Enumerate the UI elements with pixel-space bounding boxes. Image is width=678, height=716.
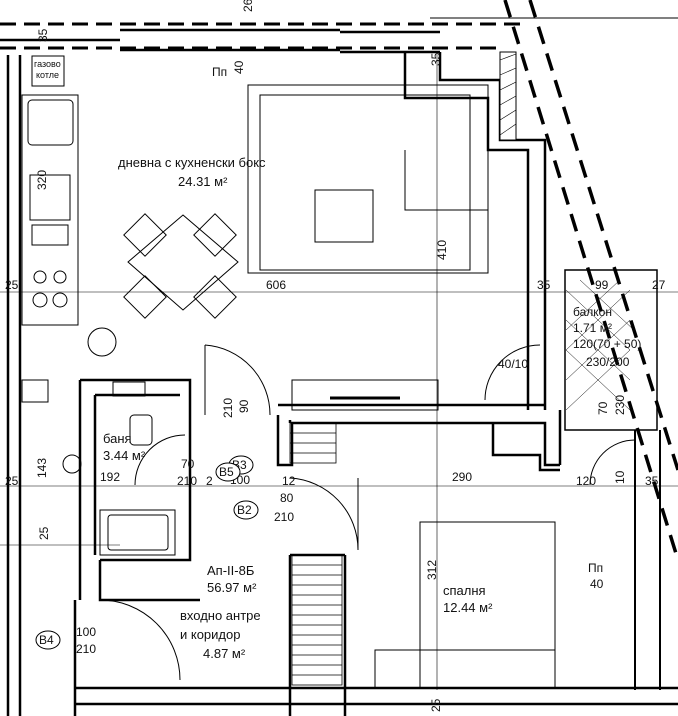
tv-console <box>291 379 439 411</box>
pp-top-dim: 40 <box>232 60 246 74</box>
bath-door-height: 210 <box>177 474 197 488</box>
dim-143: 143 <box>35 458 49 478</box>
gas-boiler: газово котле <box>31 55 65 87</box>
room-bedroom-name: спалня <box>443 583 486 598</box>
balcony-tiles <box>565 279 635 411</box>
b2-door-height: 210 <box>274 510 294 524</box>
room-living-name: дневна с кухненски бокс <box>118 155 266 170</box>
pp-right-dim: 40 <box>590 577 604 591</box>
dim-120: 120 <box>576 474 596 488</box>
bath-door-width: 70 <box>181 457 195 471</box>
dim-27: 27 <box>652 278 666 292</box>
dim-70: 70 <box>596 401 610 415</box>
room-hall-area: 4.87 м² <box>203 646 246 661</box>
b4-door-width: 100 <box>76 625 96 639</box>
svg-text:B4: B4 <box>39 633 54 647</box>
svg-text:B2: B2 <box>237 503 252 517</box>
room-bath-area: 3.44 м² <box>103 448 146 463</box>
dim-35d: 35 <box>429 52 443 66</box>
living-door-height: 210 <box>221 398 235 418</box>
svg-text:B5: B5 <box>219 465 234 479</box>
bed <box>374 521 556 689</box>
dim-26: 26 <box>241 0 255 12</box>
sofa <box>247 84 489 274</box>
building-outline-dashed <box>0 0 678 561</box>
dim-25d: 25 <box>429 698 443 712</box>
dim-25c: 25 <box>37 526 51 540</box>
apartment-code: Ап-II-8Б <box>207 563 254 578</box>
room-hall-name-1: входно антре <box>180 608 261 623</box>
pp-top-label: Пп <box>212 65 227 79</box>
living-window-dim: 40/10 <box>498 357 528 371</box>
boiler-label-2: котле <box>36 70 59 80</box>
balcony-window-dim-2: 230/200 <box>586 355 630 369</box>
balcony-window-dim: 120(70 + 50) <box>573 337 641 351</box>
room-bedroom-area: 12.44 м² <box>443 600 493 615</box>
room-balcony-area: 1.71 м² <box>573 321 612 335</box>
bathroom-fixtures <box>21 379 176 556</box>
room-balcony-name: балкон <box>573 305 612 319</box>
dim-35a: 35 <box>537 278 551 292</box>
dim-2: 2 <box>206 474 213 488</box>
apartment-area: 56.97 м² <box>207 580 257 595</box>
room-bath-name: баня <box>103 431 132 446</box>
dim-10: 10 <box>613 470 627 484</box>
dim-35b: 35 <box>645 474 659 488</box>
dim-12: 12 <box>282 474 296 488</box>
walls <box>0 28 678 716</box>
dim-35c: 35 <box>36 28 50 42</box>
room-living-area: 24.31 м² <box>178 174 228 189</box>
door-tag-b5: B5 <box>215 462 241 482</box>
door-tag-b2: B2 <box>233 500 259 520</box>
dim-99: 99 <box>595 278 609 292</box>
pp-right-label: Пп <box>588 561 603 575</box>
dim-410: 410 <box>435 240 449 260</box>
dim-312: 312 <box>425 560 439 580</box>
wall-hatch <box>499 51 517 141</box>
dim-320: 320 <box>35 170 49 190</box>
room-hall-name-2: и коридор <box>180 627 240 642</box>
kitchen-counter <box>21 94 117 357</box>
dim-290: 290 <box>452 470 472 484</box>
door-swings <box>99 344 636 681</box>
dim-192: 192 <box>100 470 120 484</box>
boiler-label-1: газово <box>34 59 61 69</box>
door-tag-b4: B4 <box>35 630 61 650</box>
living-door-width: 90 <box>237 399 251 413</box>
dimension-lines <box>0 55 678 690</box>
b4-door-height: 210 <box>76 642 96 656</box>
dim-606: 606 <box>266 278 286 292</box>
dim-230: 230 <box>613 395 627 415</box>
dining-table <box>123 213 239 319</box>
b2-door-width: 80 <box>280 491 294 505</box>
dim-25a: 25 <box>5 278 19 292</box>
hallway-shelf <box>289 422 343 686</box>
dim-25b: 25 <box>5 474 19 488</box>
